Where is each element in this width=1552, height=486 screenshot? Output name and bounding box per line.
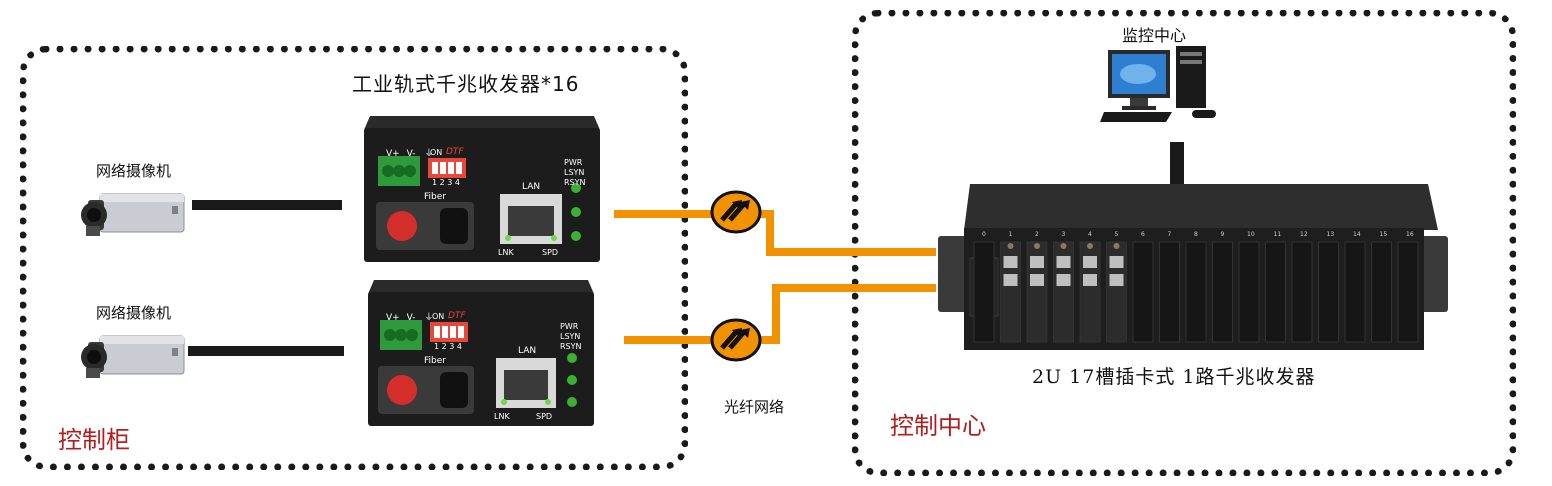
chassis-slot — [973, 241, 995, 343]
fiber-line-top — [766, 248, 936, 256]
dip-numbers-label: 1 2 3 4 — [434, 342, 462, 351]
camera-bottom-label: 网络摄像机 — [96, 304, 172, 322]
camera-icon — [81, 193, 185, 236]
lan-port-label: LAN — [522, 182, 541, 192]
chassis-slot — [1397, 241, 1419, 343]
pwr-led-label: PWR — [560, 322, 579, 331]
slot-number-label: 12 — [1300, 231, 1308, 238]
slot-number-label: 7 — [1168, 231, 1172, 238]
transceiver-group-label: 工业轨式千兆收发器*16 — [352, 72, 580, 96]
slot-number-label: 13 — [1327, 231, 1335, 238]
chassis-slot — [1291, 241, 1313, 343]
chassis-label: 2U 17槽插卡式 1路千兆收发器 — [1032, 366, 1316, 388]
slot-screw — [1007, 243, 1014, 249]
fiber-line-bottom — [624, 336, 780, 344]
fiber-network-label: 光纤网络 — [724, 398, 785, 416]
transceiver-device-top: V+ V- ⏚ ON DTF 1 2 3 4 Fiber LAN PWR LSY… — [364, 116, 600, 262]
slot-number-label: 8 — [1194, 231, 1198, 238]
computer-link — [1170, 142, 1184, 184]
chassis-slot — [1371, 241, 1392, 343]
slot-screw — [1087, 243, 1093, 249]
lnk-label: LNK — [498, 248, 514, 257]
slot-number-label: 2 — [1035, 231, 1039, 238]
pin-vminus-label: V- — [406, 149, 416, 159]
slot-number-label: 15 — [1380, 231, 1388, 238]
slot-number-label: 16 — [1406, 231, 1414, 238]
slot-screw — [1113, 243, 1120, 249]
chassis-slot — [1185, 241, 1207, 343]
slot-number-label: 6 — [1141, 231, 1145, 238]
rsyn-led-label: RSYN — [564, 178, 586, 187]
rj45-port — [1030, 274, 1044, 286]
chassis-slot — [1318, 241, 1339, 343]
ground-icon: ⏚ — [424, 149, 434, 159]
ethernet-link-bottom — [188, 346, 344, 356]
control-center-label: 控制中心 — [890, 412, 986, 440]
slot-number-label: 10 — [1247, 231, 1255, 238]
pin-vplus-label: V+ — [386, 313, 400, 323]
rsyn-led-label: RSYN — [560, 342, 582, 351]
computer-icon — [1100, 46, 1216, 122]
chassis-slot — [1238, 241, 1260, 343]
rj45-port — [1003, 256, 1018, 268]
lsyn-led-label: LSYN — [560, 332, 581, 341]
lsyn-led-label: LSYN — [564, 168, 585, 177]
slot-number-label: 4 — [1088, 231, 1092, 238]
fiber-port-label: Fiber — [424, 192, 446, 202]
chassis-slot — [1132, 241, 1154, 343]
rj45-port — [1083, 274, 1097, 286]
control-center-zone — [852, 10, 1516, 476]
slot-number-label: 9 — [1221, 231, 1225, 238]
fiber-line-top — [766, 210, 774, 256]
pin-vplus-label: V+ — [386, 149, 400, 159]
chassis-slot — [1265, 241, 1286, 343]
rj45-port — [1003, 274, 1018, 286]
lnk-label: LNK — [494, 412, 510, 421]
ground-icon: ⏚ — [424, 313, 434, 323]
lan-port-label: LAN — [518, 346, 537, 356]
ethernet-link-top — [192, 200, 342, 210]
monitor-center-label: 监控中心 — [1122, 26, 1187, 45]
spd-label: SPD — [536, 412, 553, 421]
fiber-line-bottom — [772, 284, 780, 344]
camera-icon — [81, 335, 185, 378]
pwr-led-label: PWR — [564, 158, 583, 167]
slot-number-label: 1 — [1009, 231, 1013, 238]
rj45-port — [1056, 274, 1071, 286]
spd-label: SPD — [542, 248, 559, 257]
slot-number-label: 0 — [982, 231, 986, 238]
dip-numbers-label: 1 2 3 4 — [432, 178, 460, 187]
control-cabinet-zone — [20, 46, 688, 470]
dip-on-label: ON — [430, 148, 443, 157]
camera-top-label: 网络摄像机 — [96, 162, 172, 180]
pin-vminus-label: V- — [406, 313, 416, 323]
slot-screw — [1034, 243, 1040, 249]
slot-number-label: 14 — [1353, 231, 1361, 238]
dip-brand-label: DTF — [448, 311, 466, 321]
slot-number-label: 5 — [1115, 231, 1119, 238]
slot-number-label: 11 — [1274, 231, 1282, 238]
rj45-port — [1030, 256, 1044, 268]
slot-screw — [1060, 243, 1067, 249]
chassis-slot — [1344, 241, 1366, 343]
rj45-port — [1056, 256, 1071, 268]
rj45-port — [1083, 256, 1097, 268]
dip-on-label: ON — [432, 312, 445, 321]
transceiver-device-bottom: V+ V- ⏚ ON DTF 1 2 3 4 Fiber LAN PWR LSY… — [368, 280, 594, 426]
fiber-line-top — [614, 210, 774, 218]
chassis-slot — [1159, 241, 1180, 343]
fiber-port-label: Fiber — [424, 356, 446, 366]
chassis-slot — [1212, 241, 1233, 343]
rj45-port — [1109, 256, 1124, 268]
fiber-network-icon — [710, 318, 762, 362]
control-cabinet-label: 控制柜 — [58, 426, 130, 454]
fiber-network-icon — [710, 190, 762, 234]
rj45-port — [1109, 274, 1124, 286]
slot-number-label: 3 — [1062, 231, 1066, 238]
fiber-line-bottom — [772, 284, 936, 292]
dip-brand-label: DTF — [446, 147, 464, 157]
